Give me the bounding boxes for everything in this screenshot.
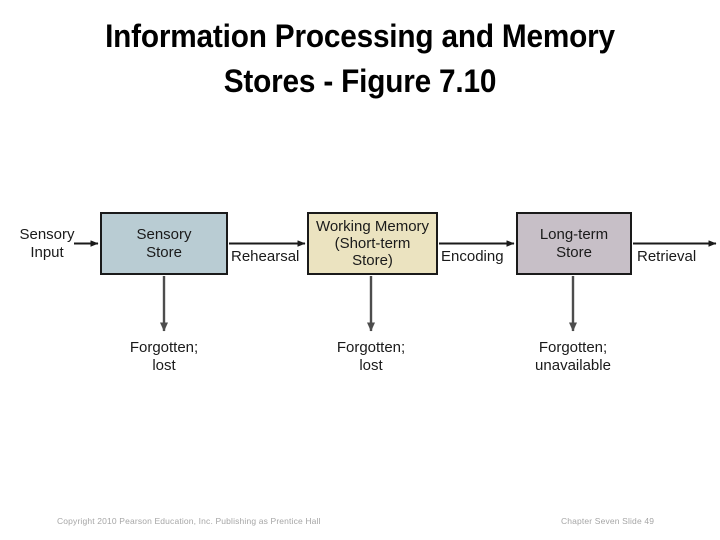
- sensory-forgotten-line-1: Forgotten;: [129, 339, 199, 356]
- sensory-input-line-1: Sensory: [19, 226, 75, 243]
- encoding-label: Encoding: [441, 248, 504, 265]
- working-forgotten-label: Forgotten; lost: [321, 339, 421, 375]
- working-forgotten-line-2: lost: [359, 357, 383, 374]
- long-term-store-line-2: Store: [556, 243, 592, 261]
- page-title-line-2: Stores - Figure 7.10: [223, 63, 497, 99]
- longterm-forgotten-label: Forgotten; unavailable: [512, 339, 634, 375]
- slide-number-footer: Chapter Seven Slide 49: [561, 516, 655, 526]
- copyright-footer: Copyright 2010 Pearson Education, Inc. P…: [57, 516, 321, 526]
- sensory-forgotten-label: Forgotten; lost: [114, 339, 214, 375]
- retrieval-label: Retrieval: [637, 248, 697, 265]
- sensory-input-line-2: Input: [30, 244, 64, 261]
- longterm-forgotten-line-2: unavailable: [535, 357, 611, 374]
- long-term-store-box[interactable]: Long-term Store: [516, 212, 632, 275]
- sensory-input-label: Sensory Input: [6, 226, 88, 262]
- working-forgotten-line-1: Forgotten;: [336, 339, 406, 356]
- sensory-forgotten-line-2: lost: [152, 357, 176, 374]
- sensory-store-line-2: Store: [146, 243, 182, 261]
- rehearsal-label: Rehearsal: [231, 248, 300, 265]
- working-memory-line-1: Working Memory: [315, 218, 430, 235]
- page-title-line-1: Information Processing and Memory: [105, 18, 615, 54]
- working-memory-line-3: Store): [352, 252, 393, 269]
- sensory-store-line-1: Sensory: [136, 225, 192, 243]
- working-memory-line-2: (Short-term: [334, 235, 411, 252]
- working-memory-box[interactable]: Working Memory (Short-term Store): [307, 212, 438, 275]
- sensory-store-box[interactable]: Sensory Store: [100, 212, 228, 275]
- long-term-store-line-1: Long-term: [539, 225, 609, 243]
- page-title: Information Processing and Memory Stores…: [25, 14, 695, 104]
- longterm-forgotten-line-1: Forgotten;: [538, 339, 608, 356]
